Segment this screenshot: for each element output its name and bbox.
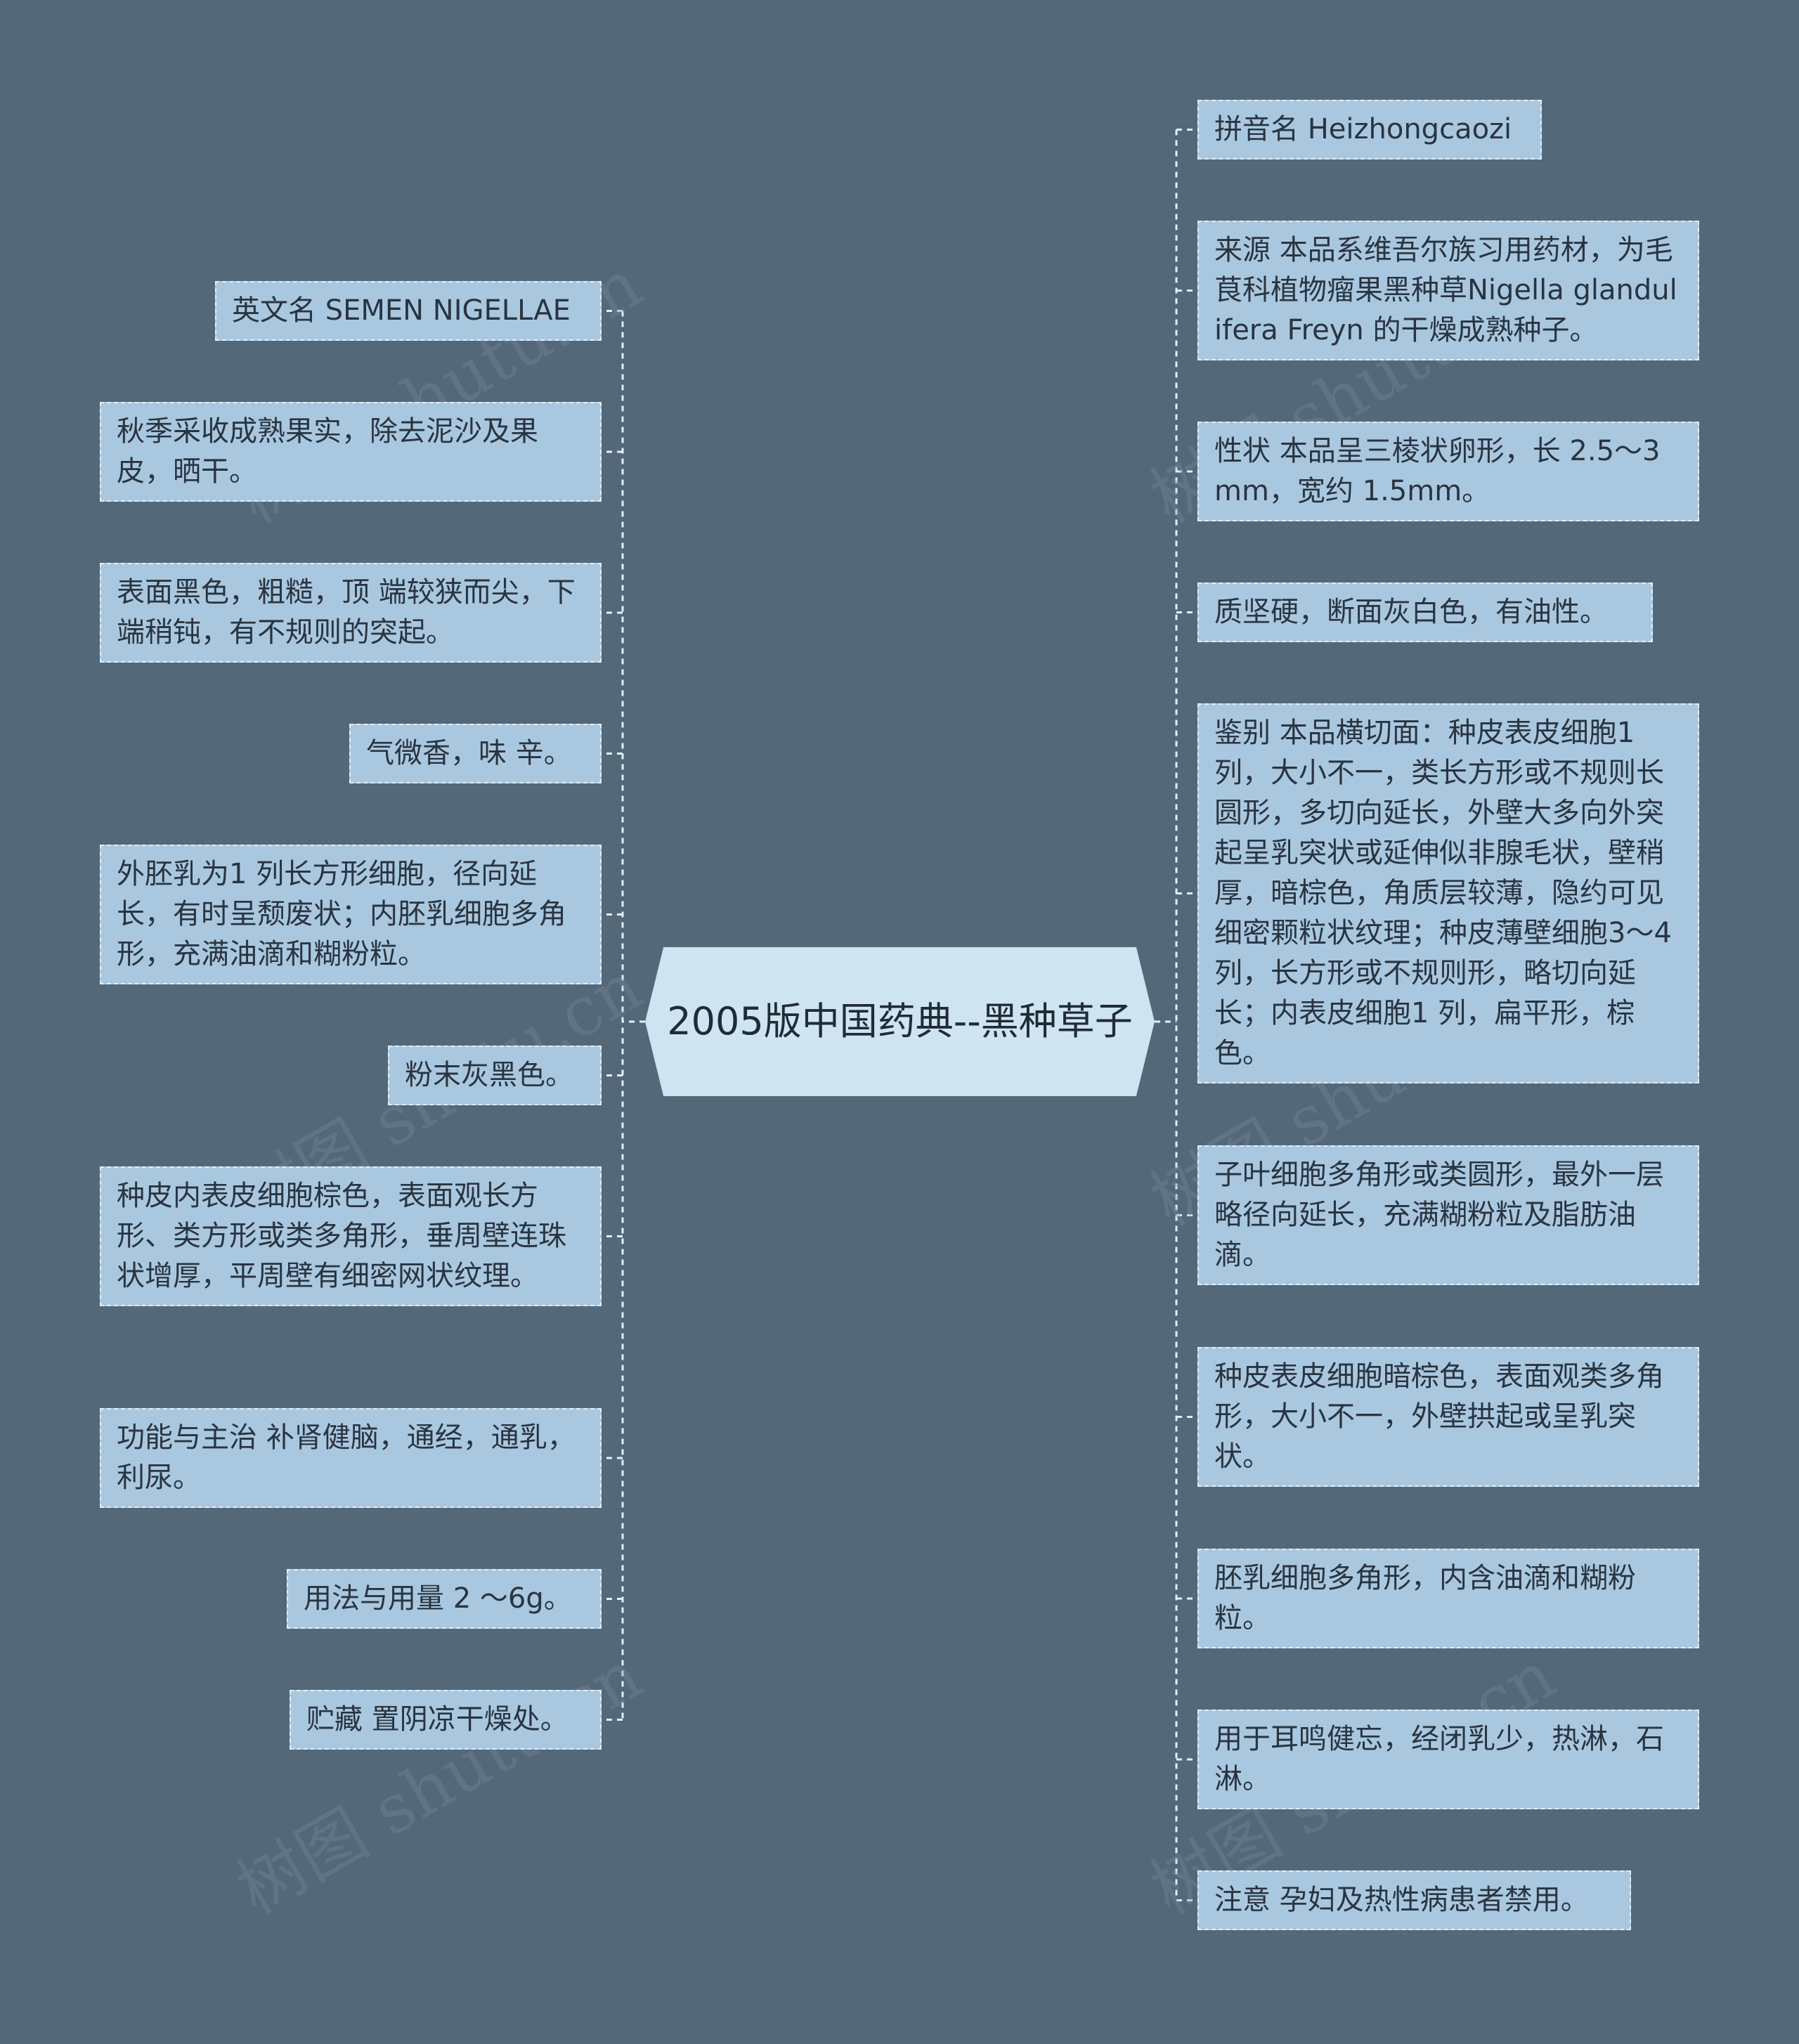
left-node-storage[interactable]: 贮藏 置阴凉干燥处。 [290, 1690, 602, 1750]
right-node-seed-coat[interactable]: 种皮表皮细胞暗棕色，表面观类多角形，大小不一，外壁拱起或呈乳突状。 [1197, 1347, 1699, 1487]
central-topic-title: 2005版中国药典--黑种草子 [667, 999, 1133, 1043]
left-node-english-name[interactable]: 英文名 SEMEN NIGELLAE [215, 281, 602, 341]
right-node-properties[interactable]: 性状 本品呈三棱状卵形，长 2.5～3mm，宽约 1.5mm。 [1197, 422, 1699, 521]
right-node-cotyledon[interactable]: 子叶细胞多角形或类圆形，最外一层略径向延长，充满糊粉粒及脂肪油滴。 [1197, 1145, 1699, 1285]
right-node-texture[interactable]: 质坚硬，断面灰白色，有油性。 [1197, 582, 1653, 642]
left-node-functions[interactable]: 功能与主治 补肾健脑，通经，通乳，利尿。 [100, 1408, 602, 1508]
central-topic[interactable]: 2005版中国药典--黑种草子 [645, 947, 1155, 1096]
left-node-perisperm[interactable]: 外胚乳为1 列长方形细胞，径向延长，有时呈颓废状；内胚乳细胞多角形，充满油滴和糊… [100, 845, 602, 984]
right-node-source[interactable]: 来源 本品系维吾尔族习用药材，为毛茛科植物瘤果黑种草Nigella glandu… [1197, 221, 1699, 360]
left-node-dosage[interactable]: 用法与用量 2 ～6g。 [287, 1569, 602, 1629]
left-node-inner-epidermis[interactable]: 种皮内表皮细胞棕色，表面观长方形、类方形或类多角形，垂周壁连珠状增厚，平周壁有细… [100, 1166, 602, 1306]
right-node-pinyin[interactable]: 拼音名 Heizhongcaozi [1197, 100, 1542, 160]
right-node-endosperm[interactable]: 胚乳细胞多角形，内含油滴和糊粉粒。 [1197, 1549, 1699, 1648]
left-node-surface[interactable]: 表面黑色，粗糙，顶 端较狭而尖，下端稍钝，有不规则的突起。 [100, 563, 602, 663]
left-node-harvest[interactable]: 秋季采收成熟果实，除去泥沙及果皮，晒干。 [100, 402, 602, 502]
left-node-powder[interactable]: 粉末灰黑色。 [388, 1046, 602, 1105]
right-node-identification[interactable]: 鉴别 本品横切面：种皮表皮细胞1 列，大小不一，类长方形或不规则长圆形，多切向延… [1197, 703, 1699, 1083]
left-node-smell-taste[interactable]: 气微香，味 辛。 [349, 724, 602, 783]
right-node-indications[interactable]: 用于耳鸣健忘，经闭乳少，热淋，石淋。 [1197, 1710, 1699, 1809]
right-node-caution[interactable]: 注意 孕妇及热性病患者禁用。 [1197, 1870, 1631, 1930]
